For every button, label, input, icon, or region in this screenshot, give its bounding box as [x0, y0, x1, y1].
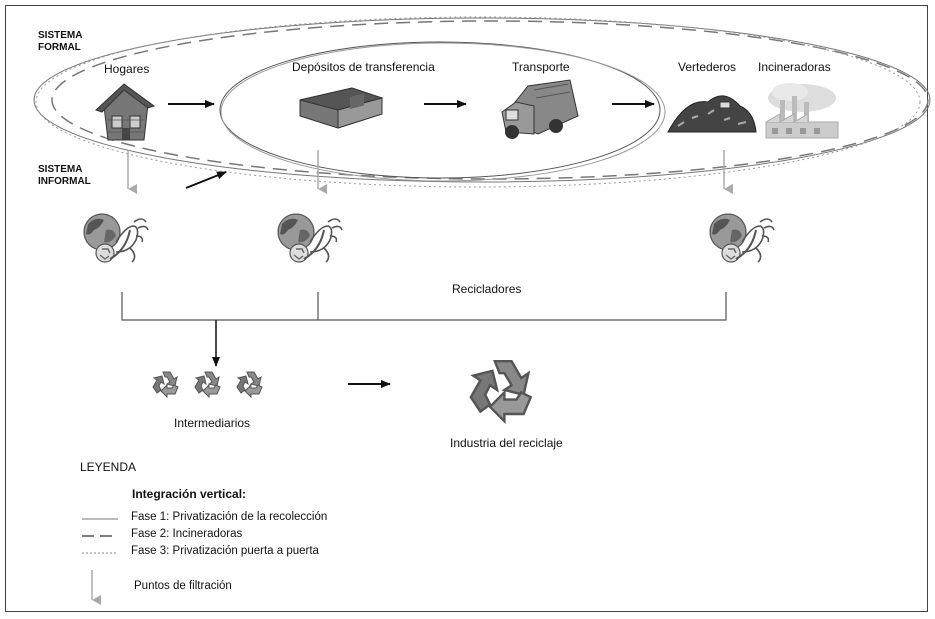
- formal-system-label-line1: SISTEMA: [38, 30, 83, 41]
- recycler-globe-icon: [277, 213, 343, 263]
- label-transporte: Transporte: [512, 60, 570, 74]
- recycler-globe-icon: [709, 213, 775, 263]
- formal-system-label-line2: FORMAL: [38, 42, 81, 53]
- formal-system-ellipse-solid: [33, 17, 931, 183]
- large-recycle-symbol-icon: [469, 360, 532, 423]
- legend-item-fase2: Fase 2: Incineradoras: [131, 528, 243, 540]
- label-hogares: Hogares: [104, 62, 150, 76]
- label-vertederos: Vertederos: [678, 60, 737, 74]
- recycle-symbol-icon: [194, 371, 221, 398]
- legend-item-fase1: Fase 1: Privatización de la recolección: [131, 511, 328, 523]
- label-depositos: Depósitos de transferencia: [292, 60, 435, 74]
- informal-system-label: SISTEMA INFORMAL: [38, 164, 91, 188]
- incinerator-factory-icon: [765, 83, 839, 139]
- house-icon: [95, 83, 156, 141]
- legend-title: LEYENDA: [80, 460, 137, 474]
- formal-system-ellipse-dotted: [35, 16, 921, 188]
- recycler-globe-icon: [83, 213, 149, 263]
- label-intermediarios: Intermediarios: [174, 416, 251, 430]
- arrow-informal-to-formal: [185, 171, 227, 189]
- transfer-transport-ellipse: [219, 41, 661, 179]
- label-recicladores: Recicladores: [452, 282, 522, 296]
- recyclers-bracket: [121, 292, 727, 321]
- figure-frame: [5, 5, 928, 612]
- label-industria: Industria del reciclaje: [450, 436, 563, 450]
- formal-system-ellipse-dashed: [51, 20, 929, 180]
- warehouse-icon: [299, 87, 384, 129]
- formal-system-label: SISTEMA FORMAL: [38, 30, 82, 54]
- legend-item-fase3: Fase 3: Privatización puerta a puerta: [131, 545, 319, 557]
- garbage-truck-icon: [501, 79, 579, 139]
- recycle-symbol-icon: [236, 371, 263, 398]
- recycle-symbol-icon: [152, 371, 179, 398]
- label-incineradoras: Incineradoras: [758, 60, 831, 74]
- legend-subtitle: Integración vertical:: [132, 487, 247, 501]
- legend-filtration-label: Puntos de filtración: [134, 580, 232, 592]
- transfer-transport-ellipse-2: [220, 42, 666, 182]
- landfill-icon: [667, 95, 757, 133]
- informal-system-label-line1: SISTEMA: [38, 164, 83, 175]
- informal-system-label-line2: INFORMAL: [38, 176, 91, 187]
